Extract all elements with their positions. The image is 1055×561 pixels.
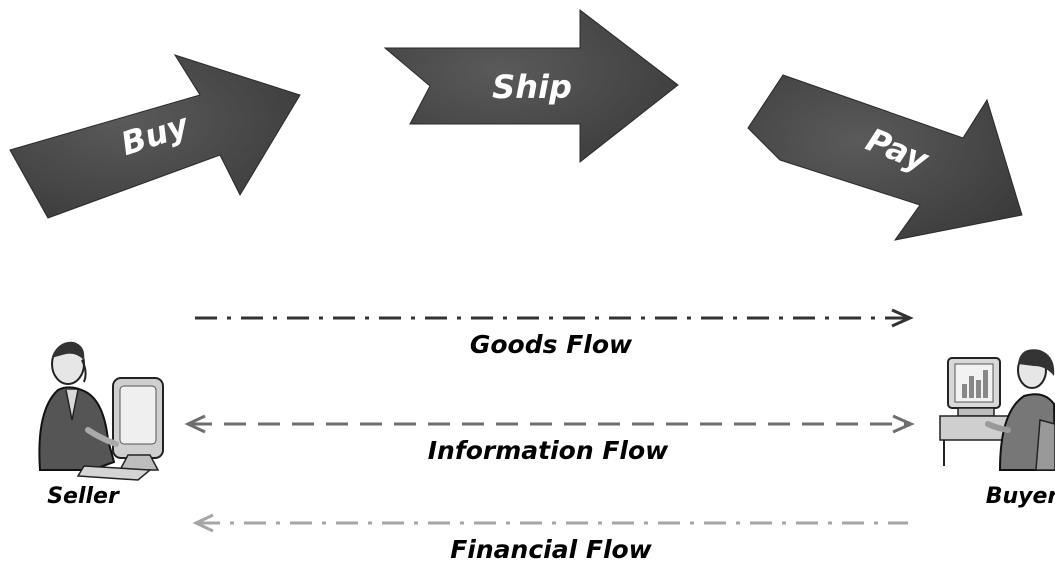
financial-flow-arrowhead xyxy=(192,513,214,533)
pay-arrow-shape xyxy=(747,74,1023,241)
buyer-label: Buyer xyxy=(986,484,1055,509)
ship-arrow: Ship xyxy=(383,8,679,164)
financial-flow: Financial Flow xyxy=(192,513,908,561)
information-flow-arrowhead-right xyxy=(892,414,915,434)
ship-arrow-label: Ship xyxy=(492,68,572,106)
information-flow-arrowhead-left xyxy=(184,414,206,434)
financial-flow-label: Financial Flow xyxy=(450,535,652,561)
buy-arrow-shape xyxy=(9,54,301,219)
ship-arrow-shape xyxy=(383,8,679,164)
goods-flow-label: Goods Flow xyxy=(470,330,633,359)
seller-figure-icon xyxy=(38,341,164,481)
pay-arrow: Pay xyxy=(747,74,1023,241)
seller-label: Seller xyxy=(47,484,120,509)
buy-arrow: Buy xyxy=(9,54,301,219)
buyer-figure-icon xyxy=(939,349,1055,471)
information-flow: Information Flow xyxy=(184,414,915,465)
goods-flow-arrowhead xyxy=(891,308,914,328)
goods-flow: Goods Flow xyxy=(195,308,914,359)
information-flow-label: Information Flow xyxy=(428,436,669,465)
